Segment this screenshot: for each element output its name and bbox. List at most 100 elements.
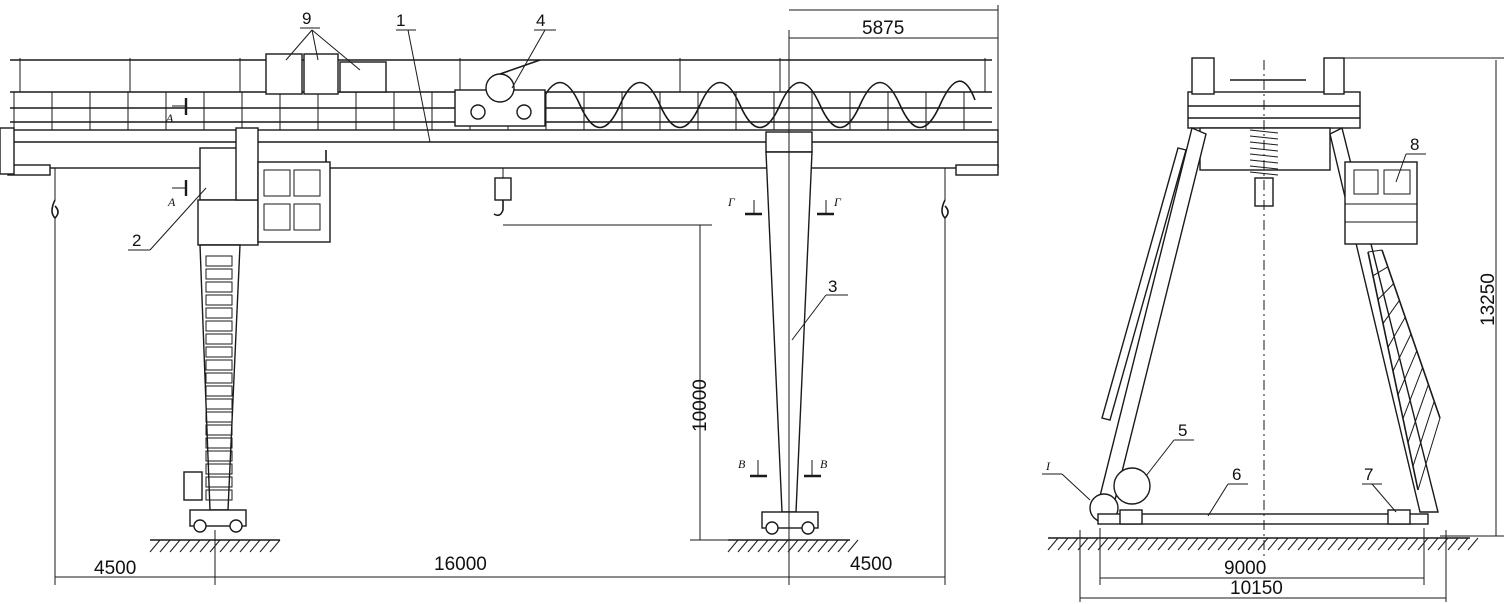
ground-hatch [1347, 537, 1359, 551]
section-marks: A A Г Г В В [165, 98, 842, 478]
callout-6-tie-beam: 6 [1232, 465, 1241, 484]
ground-hatch [1157, 537, 1169, 551]
ladder-rung [1372, 266, 1389, 277]
leg-ladder-cage [205, 450, 233, 462]
side-left-leg [1095, 127, 1207, 513]
ground-hatch [1237, 537, 1249, 551]
leg-ladder-cage [205, 476, 233, 488]
ground-hatch [1227, 537, 1239, 551]
hook-block [493, 168, 512, 217]
side-dimension-lines [1079, 57, 1504, 602]
ground-hatch [229, 539, 241, 553]
ladder-rung [1407, 384, 1429, 443]
end-hook-right [941, 168, 949, 220]
ground-hatch [1187, 537, 1199, 551]
ground-hatch [149, 539, 161, 553]
ground-hatch [1427, 537, 1439, 551]
section-v-left: В [738, 457, 746, 471]
girder-truss [539, 80, 976, 129]
front-cab [257, 150, 331, 243]
callout-9-cabinets: 9 [302, 9, 311, 28]
leg-ladder-cage [205, 307, 233, 319]
ground-hatch [737, 539, 749, 553]
ground-hatch [239, 539, 251, 553]
ground-hatch [1367, 537, 1379, 551]
ladder-rung [1397, 350, 1418, 395]
callout-1-girder: 1 [396, 11, 405, 30]
ground-hatch [1117, 537, 1129, 551]
section-g-left: Г [727, 195, 736, 209]
ground-hatch [169, 539, 181, 553]
dim-right-cantilever: 5875 [862, 18, 904, 39]
electrical-cabinets [265, 53, 387, 95]
leg-ladder-cage [205, 294, 233, 306]
ground-hatch [1247, 537, 1259, 551]
leg-ladder-cage [205, 463, 233, 475]
side-ladder [1367, 249, 1441, 491]
side-ground [1047, 537, 1479, 551]
side-operator-cab [1344, 161, 1418, 245]
ground-hatch [1467, 537, 1479, 551]
ground-hatch [1407, 537, 1419, 551]
ground-hatch [797, 539, 809, 553]
callout-8-cab: 8 [1410, 135, 1419, 154]
section-g-right: Г [833, 195, 842, 209]
front-dimension-lines [54, 5, 999, 585]
leg-ladder-cage [205, 320, 233, 332]
ground-hatch [787, 539, 799, 553]
dim-span: 16000 [434, 554, 487, 575]
ladder-rung [1377, 283, 1394, 300]
ground-hatch [837, 539, 849, 553]
ground-hatch [1357, 537, 1369, 551]
side-view: 5 6 7 8 I 13250 9000 10150 [1042, 57, 1504, 602]
callout-7-rail-clamp: 7 [1364, 465, 1373, 484]
ground-hatch [1257, 537, 1269, 551]
ground-hatch [1297, 537, 1309, 551]
ground-hatch [1377, 537, 1389, 551]
ground-hatch [1387, 537, 1399, 551]
leg-ladder-cage [205, 437, 233, 449]
ground-hatch [1177, 537, 1189, 551]
ground-hatch [1197, 537, 1209, 551]
ladder-rung [1412, 401, 1435, 467]
ground-hatch [817, 539, 829, 553]
ladder-rung [1382, 300, 1400, 324]
ground-hatch [1087, 537, 1099, 551]
leg-ladder-cage [205, 346, 233, 358]
leg-ladder-cage [205, 424, 233, 436]
spring-coil [1249, 171, 1279, 176]
main-girder [0, 127, 999, 176]
leg-ladder-cage [205, 411, 233, 423]
ground-hatch [269, 539, 281, 553]
callout-4-trolley: 4 [536, 11, 545, 30]
ground-hatch [1107, 537, 1119, 551]
ground-hatch [767, 539, 779, 553]
ground-hatch [847, 539, 859, 553]
ground-hatch [1147, 537, 1159, 551]
ground-hatch [777, 539, 789, 553]
trolley [454, 59, 546, 127]
front-view: A A Г Г В В 1 2 3 4 9 4500 [0, 5, 999, 585]
dim-total-height: 13250 [1478, 273, 1499, 326]
side-callout-leaders [1042, 153, 1426, 517]
front-callout-leaders [128, 27, 848, 341]
section-a-bottom: A [167, 195, 176, 209]
left-bogie [183, 471, 247, 533]
ground-hatch [747, 539, 759, 553]
ground-hatch [1397, 537, 1409, 551]
ground-hatch [159, 539, 171, 553]
section-v-right: В [820, 457, 828, 471]
ground-hatch [189, 539, 201, 553]
dim-overhang-right: 4500 [850, 554, 892, 575]
ground-hatch [1327, 537, 1339, 551]
ladder-rung [1367, 249, 1383, 253]
ground-hatch [199, 539, 211, 553]
dim-track-gauge: 9000 [1224, 558, 1266, 579]
spring-coil [1249, 129, 1279, 134]
ground-hatch [1137, 537, 1149, 551]
leg-ladder-cage [205, 255, 233, 267]
leg-ladder-cage [205, 489, 233, 501]
dim-overhang-left: 4500 [94, 558, 136, 579]
callout-5-wheel: 5 [1178, 421, 1187, 440]
leg-ladder-cage [205, 398, 233, 410]
